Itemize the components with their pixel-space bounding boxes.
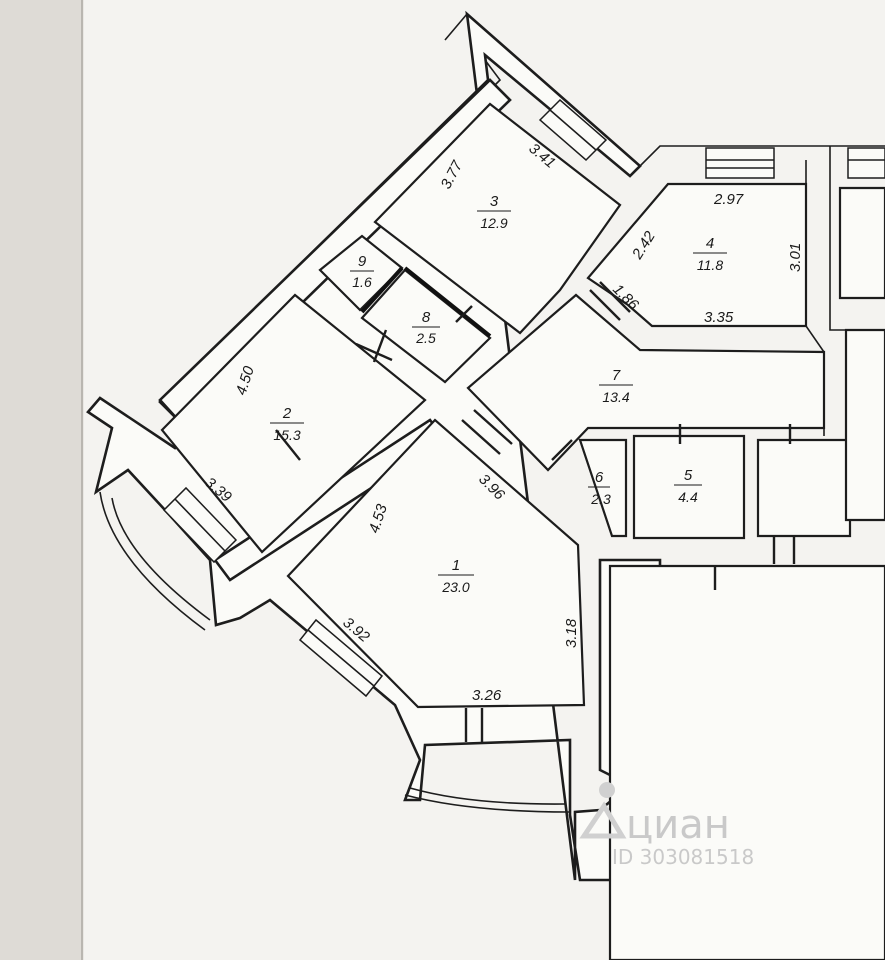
svg-text:5: 5 (684, 467, 693, 484)
svg-text:1.6: 1.6 (352, 274, 372, 290)
top-wall-band (444, 12, 885, 168)
svg-text:12.9: 12.9 (480, 215, 507, 231)
window-room2 (162, 486, 238, 564)
svg-text:3: 3 (490, 193, 499, 210)
svg-text:13.4: 13.4 (602, 389, 629, 405)
doors (275, 281, 796, 742)
dim-r4-bottom: 3.35 (704, 309, 734, 326)
window-room1 (298, 618, 384, 698)
window-room4 (705, 147, 775, 179)
room-label-7: 7 13.4 (599, 367, 633, 405)
room-6 (578, 438, 628, 538)
room-label-6: 6 2.3 (588, 469, 611, 507)
svg-text:15.3: 15.3 (273, 427, 300, 443)
closet-right (756, 438, 852, 538)
bay-window-bottom (404, 787, 571, 813)
room-8 (360, 268, 492, 384)
room-label-9: 9 1.6 (350, 253, 374, 290)
room-label-2: 2 15.3 (270, 405, 304, 443)
window-room3 (538, 98, 608, 162)
svg-text:11.8: 11.8 (697, 257, 723, 273)
room-5 (632, 434, 746, 540)
svg-text:4: 4 (706, 235, 714, 252)
room-label-4: 4 11.8 (693, 235, 727, 273)
svg-text:2.3: 2.3 (590, 491, 611, 507)
svg-text:циан: циан (626, 802, 730, 848)
room-right-upper (838, 186, 885, 300)
dim-r1-right: 3.18 (563, 618, 580, 648)
svg-text:9: 9 (358, 253, 367, 270)
bay-window-left (99, 491, 211, 631)
dim-r4-right: 3.01 (787, 243, 804, 272)
svg-text:4.4: 4.4 (678, 489, 698, 505)
svg-text:1: 1 (452, 557, 460, 574)
wall-spine-upper (158, 78, 512, 424)
svg-text:ID 303081518: ID 303081518 (612, 845, 754, 869)
svg-text:23.0: 23.0 (441, 579, 469, 595)
room-right-lower (844, 328, 885, 522)
svg-text:2: 2 (282, 405, 292, 422)
room-1 (286, 418, 586, 709)
svg-text:7: 7 (612, 367, 621, 384)
room-3 (373, 102, 622, 335)
dim-r1-bottom: 3.26 (472, 687, 502, 704)
room-large-lower-right (608, 564, 885, 960)
room-label-8: 8 2.5 (412, 309, 440, 346)
window-right (847, 147, 885, 179)
svg-text:8: 8 (422, 309, 431, 326)
svg-text:6: 6 (595, 469, 604, 486)
room-label-3: 3 12.9 (477, 193, 511, 231)
room-label-5: 5 4.4 (674, 467, 702, 505)
cian-watermark: циан ID 303081518 (579, 782, 754, 869)
room-label-1: 1 23.0 (438, 557, 474, 595)
svg-text:2.5: 2.5 (415, 330, 436, 346)
dim-r4-top: 2.97 (713, 191, 744, 208)
